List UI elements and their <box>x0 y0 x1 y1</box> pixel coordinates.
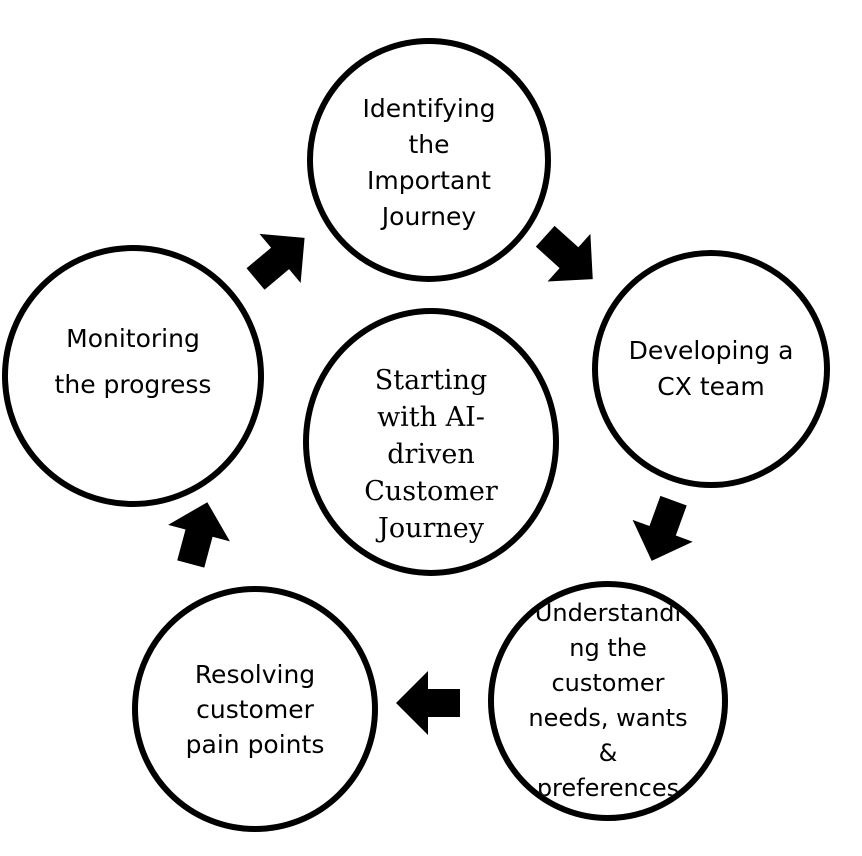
step-label: Understandi ng the customer needs, wants… <box>528 599 688 802</box>
step-resolving-pain-points: Resolving customer pain points <box>132 586 378 832</box>
arrow-icon <box>168 502 230 568</box>
step-developing-cx-team: Developing a CX team <box>592 250 830 488</box>
step-label: Resolving customer pain points <box>185 659 325 759</box>
step-label: Identifying the Important Journey <box>362 94 496 231</box>
center-label: Starting with AI- driven Customer Journe… <box>364 365 498 544</box>
step-identifying-journey: Identifying the Important Journey <box>307 38 551 282</box>
arrow-icon <box>396 671 460 735</box>
arrow-icon <box>632 495 693 561</box>
arrow-icon <box>246 233 305 290</box>
arrow-icon <box>535 225 593 282</box>
step-label: Monitoring the progress <box>54 324 212 399</box>
step-monitoring-progress: Monitoring the progress <box>2 245 264 507</box>
center-node: Starting with AI- driven Customer Journe… <box>303 308 559 576</box>
step-label: Developing a CX team <box>628 336 794 401</box>
step-understanding-customer: Understandi ng the customer needs, wants… <box>488 581 728 821</box>
